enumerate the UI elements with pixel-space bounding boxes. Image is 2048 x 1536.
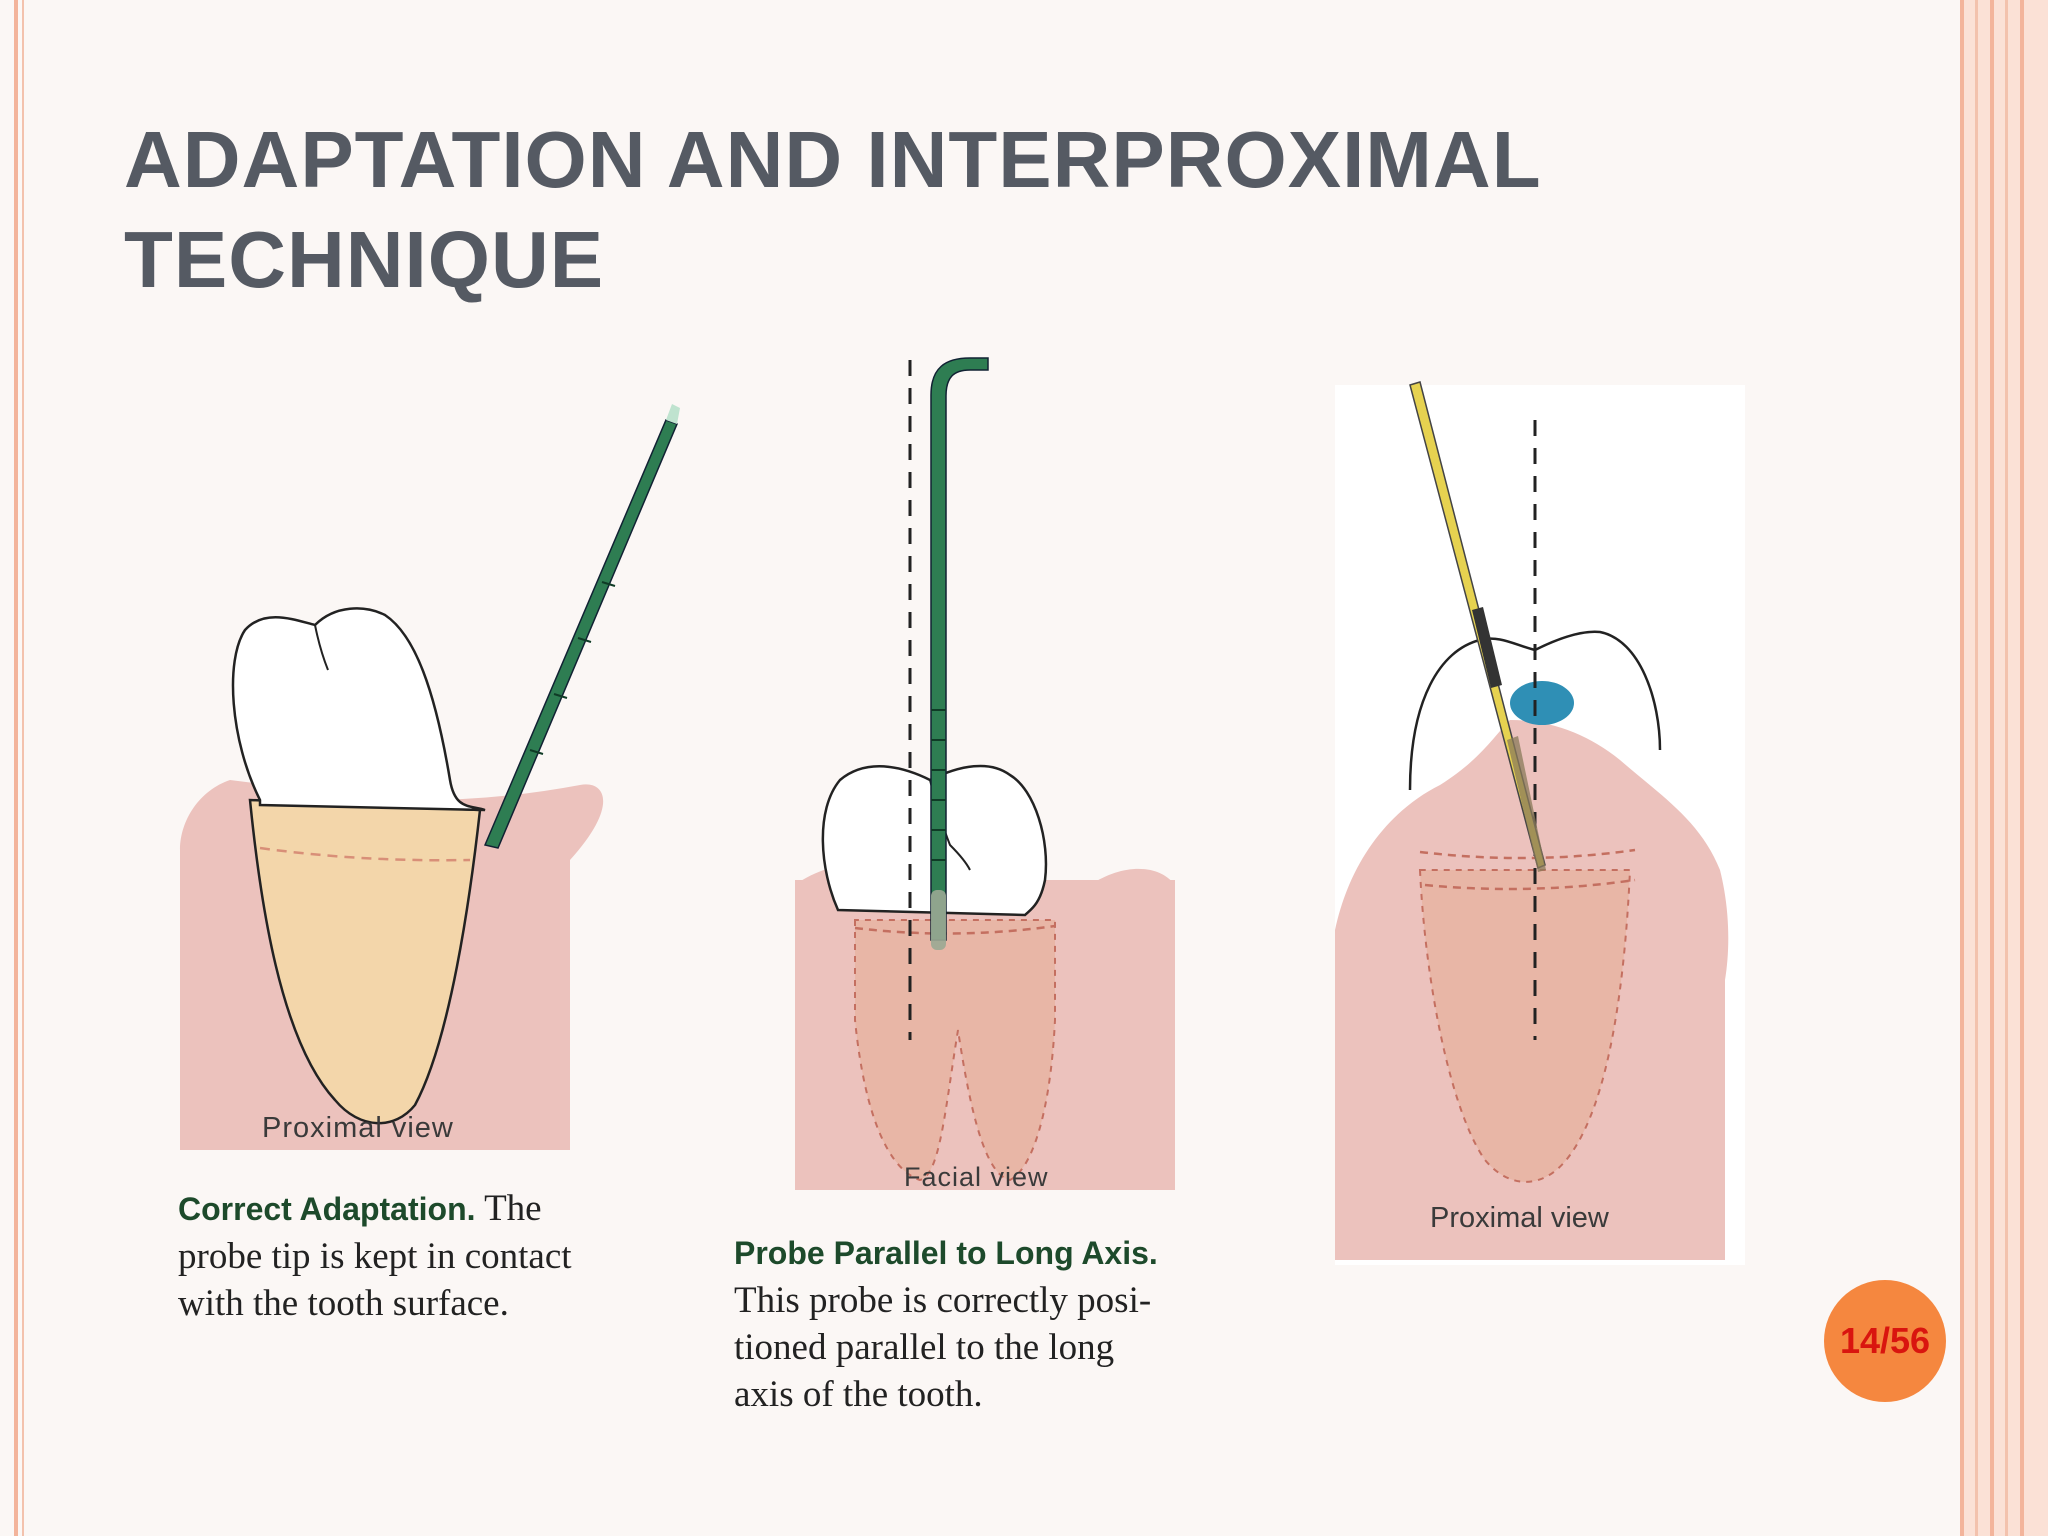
- caption-correct-adaptation: Correct Adaptation. The probe tip is kep…: [178, 1185, 698, 1327]
- caption-1-line-1: The: [475, 1188, 542, 1229]
- panel-correct-adaptation: [180, 404, 680, 1150]
- root-3: [1418, 869, 1632, 1183]
- frame-band-right: [1960, 0, 2048, 1536]
- panel-interproximal: [1335, 381, 1745, 1265]
- frame-line-right-5: [2020, 0, 2024, 1536]
- slide-title-line-2: TECHNIQUE: [124, 215, 605, 304]
- cej-line-3a: [1419, 848, 1636, 860]
- view-label-proximal-1: Proximal view: [262, 1112, 454, 1144]
- page-number-badge: 14/56: [1824, 1280, 1946, 1402]
- frame-line-left-inner: [22, 0, 24, 1536]
- caption-2-line-2: tioned parallel to the long: [734, 1327, 1115, 1368]
- roots-2: [854, 919, 1056, 1182]
- frame-line-right-4: [2005, 0, 2008, 1536]
- probe-2-subgingival: [931, 890, 946, 950]
- frame-line-left: [14, 0, 18, 1536]
- view-label-proximal-3: Proximal view: [1430, 1202, 1609, 1234]
- frame-line-right-1: [1960, 0, 1964, 1536]
- probe-2: [930, 357, 989, 941]
- cej-line-3b: [1424, 878, 1636, 891]
- panel-parallel-long-axis: [795, 357, 1175, 1190]
- frame-line-right-3: [1990, 0, 1994, 1536]
- probe-3-tip: [1507, 736, 1546, 872]
- probe-1: [483, 419, 678, 849]
- caption-1-line-2: probe tip is kept in contact: [178, 1236, 572, 1277]
- probe-1-tip-shine: [666, 404, 680, 424]
- caption-1-lead: Correct Adaptation.: [178, 1191, 476, 1227]
- slide-title: ADAPTATION AND INTERPROXIMAL TECHNIQUE: [124, 110, 1824, 310]
- contact-area-marker: [1510, 681, 1574, 725]
- caption-parallel-long-axis: Probe Parallel to Long Axis. This probe …: [734, 1230, 1294, 1418]
- cej-line-2: [854, 924, 1056, 935]
- view-label-facial: Facial view: [904, 1162, 1049, 1192]
- caption-2-line-1: This probe is correctly posi-: [734, 1280, 1152, 1321]
- probe-3-band: [1472, 607, 1502, 688]
- crown-1-groove: [314, 624, 329, 671]
- slide-title-line-1: ADAPTATION AND INTERPROXIMAL: [124, 115, 1542, 204]
- probe-illustration: [180, 357, 1745, 1265]
- cej-line-1: [259, 846, 471, 862]
- caption-2-lead: Probe Parallel to Long Axis.: [734, 1235, 1158, 1271]
- caption-1-line-3: with the tooth surface.: [178, 1283, 509, 1324]
- caption-2-line-3: axis of the tooth.: [734, 1374, 983, 1415]
- root-1: [248, 798, 482, 1125]
- frame-line-right-2: [1975, 0, 1978, 1536]
- crown-1: [231, 607, 486, 812]
